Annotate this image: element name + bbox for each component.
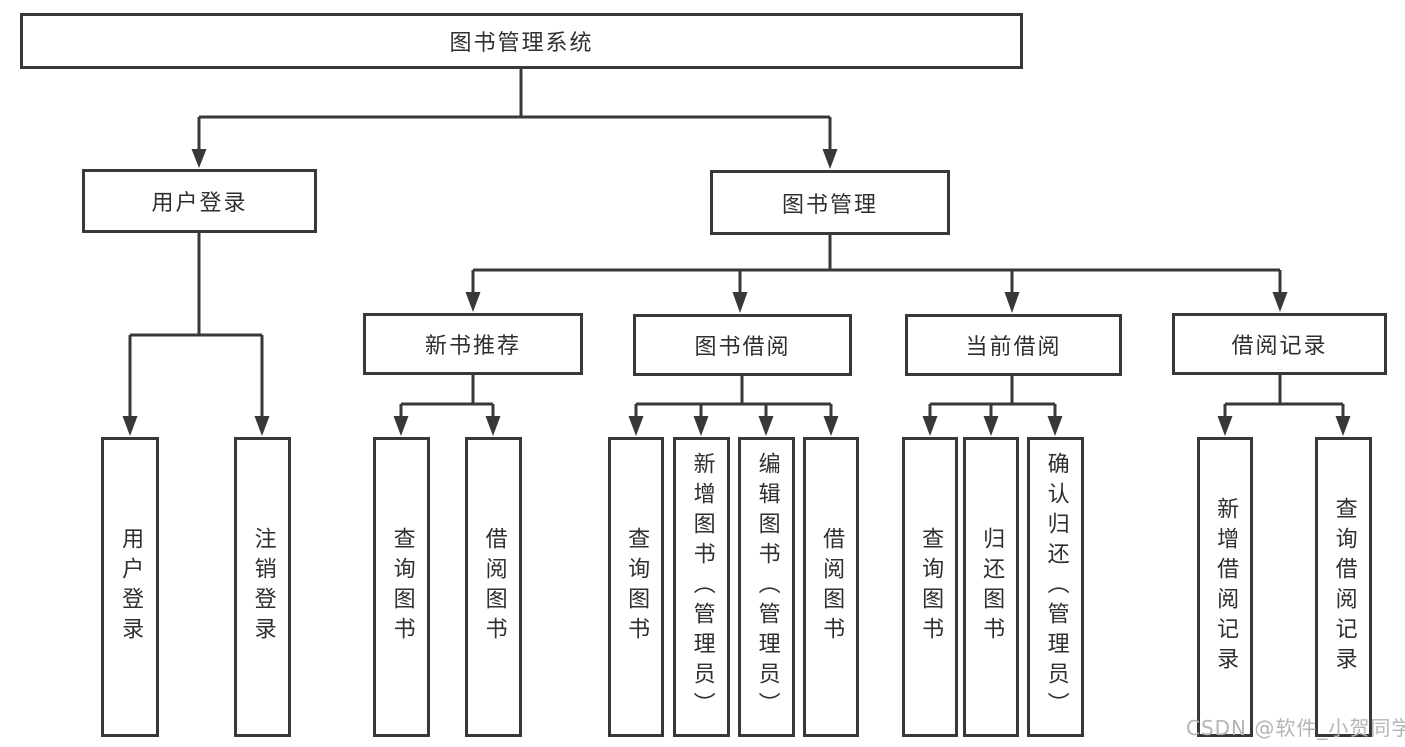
leaf-cb-confirm-return-admin-label: 确认归还（管理员） xyxy=(1043,452,1069,722)
node-user-login: 用户登录 xyxy=(82,169,317,233)
leaf-br-query-record-label: 查询借阅记录 xyxy=(1331,497,1357,677)
leaf-bb-borrow-books-label: 借阅图书 xyxy=(819,527,845,647)
arrowhead xyxy=(983,416,999,436)
arrowhead xyxy=(732,292,748,313)
arrowhead xyxy=(1272,292,1288,312)
leaf-bb-query-books: 查询图书 xyxy=(608,437,664,737)
node-book-management-label: 图书管理 xyxy=(781,192,878,218)
node-book-management: 图书管理 xyxy=(710,170,950,235)
leaf-br-add-record: 新增借阅记录 xyxy=(1197,437,1253,737)
arrowhead xyxy=(254,416,270,436)
connector-book-management xyxy=(471,235,1282,294)
leaf-logout-label: 注销登录 xyxy=(250,527,276,647)
node-new-book-recommend-label: 新书推荐 xyxy=(424,334,521,359)
leaf-nbr-borrow-books-label: 借阅图书 xyxy=(481,527,507,647)
node-current-borrowing-label: 当前借阅 xyxy=(965,335,1062,360)
arrowhead xyxy=(628,416,644,436)
arrowhead xyxy=(191,149,207,168)
connector-current-borrowing xyxy=(928,376,1057,418)
arrowhead xyxy=(1004,292,1020,313)
leaf-cb-query-books: 查询图书 xyxy=(902,437,958,737)
leaf-bb-query-books-label: 查询图书 xyxy=(624,527,650,647)
node-book-borrowing: 图书借阅 xyxy=(633,314,852,376)
leaf-nbr-query-books: 查询图书 xyxy=(373,437,430,737)
arrowhead xyxy=(693,416,709,436)
leaf-cb-return-books-label: 归还图书 xyxy=(979,527,1005,647)
leaf-bb-edit-books-admin-label: 编辑图书（管理员） xyxy=(754,452,780,722)
connector-new-book-recommend xyxy=(399,375,495,418)
arrowhead xyxy=(922,416,938,436)
arrowhead xyxy=(393,416,409,436)
arrowhead xyxy=(1047,416,1063,436)
leaf-nbr-borrow-books: 借阅图书 xyxy=(465,437,522,737)
arrowhead xyxy=(758,416,774,436)
leaf-cb-query-books-label: 查询图书 xyxy=(918,527,944,647)
connector-user-login xyxy=(128,233,264,418)
node-current-borrowing: 当前借阅 xyxy=(905,314,1122,376)
leaf-br-add-record-label: 新增借阅记录 xyxy=(1213,497,1239,677)
node-user-login-label: 用户登录 xyxy=(151,191,248,216)
connector-book-borrowing xyxy=(634,376,833,418)
arrowhead xyxy=(465,292,481,312)
node-borrow-records: 借阅记录 xyxy=(1172,313,1387,375)
arrowhead xyxy=(822,149,838,169)
arrowhead xyxy=(1335,416,1351,436)
leaf-bb-add-books-admin-label: 新增图书（管理员） xyxy=(689,452,715,722)
arrowhead xyxy=(1217,416,1233,436)
leaf-nbr-query-books-label: 查询图书 xyxy=(389,527,415,647)
leaf-user-login-label: 用户登录 xyxy=(118,527,144,647)
node-library-system-label: 图书管理系统 xyxy=(449,31,594,56)
leaf-bb-borrow-books: 借阅图书 xyxy=(803,437,859,737)
arrowhead xyxy=(485,416,501,436)
leaf-br-query-record: 查询借阅记录 xyxy=(1315,437,1372,737)
node-new-book-recommend: 新书推荐 xyxy=(363,313,583,375)
leaf-user-login: 用户登录 xyxy=(101,437,159,737)
arrowhead xyxy=(122,416,138,436)
arrowhead xyxy=(823,416,839,436)
watermark: CSDN @软件_小贺同学 xyxy=(1186,716,1405,740)
connector-root xyxy=(197,69,832,151)
connector-borrow-records xyxy=(1223,375,1345,418)
leaf-bb-edit-books-admin: 编辑图书（管理员） xyxy=(738,437,795,737)
leaf-cb-confirm-return-admin: 确认归还（管理员） xyxy=(1027,437,1084,737)
node-borrow-records-label: 借阅记录 xyxy=(1231,334,1328,359)
leaf-logout: 注销登录 xyxy=(234,437,291,737)
leaf-bb-add-books-admin: 新增图书（管理员） xyxy=(673,437,730,737)
leaf-cb-return-books: 归还图书 xyxy=(963,437,1019,737)
node-library-system: 图书管理系统 xyxy=(20,13,1023,69)
node-book-borrowing-label: 图书借阅 xyxy=(694,335,791,360)
